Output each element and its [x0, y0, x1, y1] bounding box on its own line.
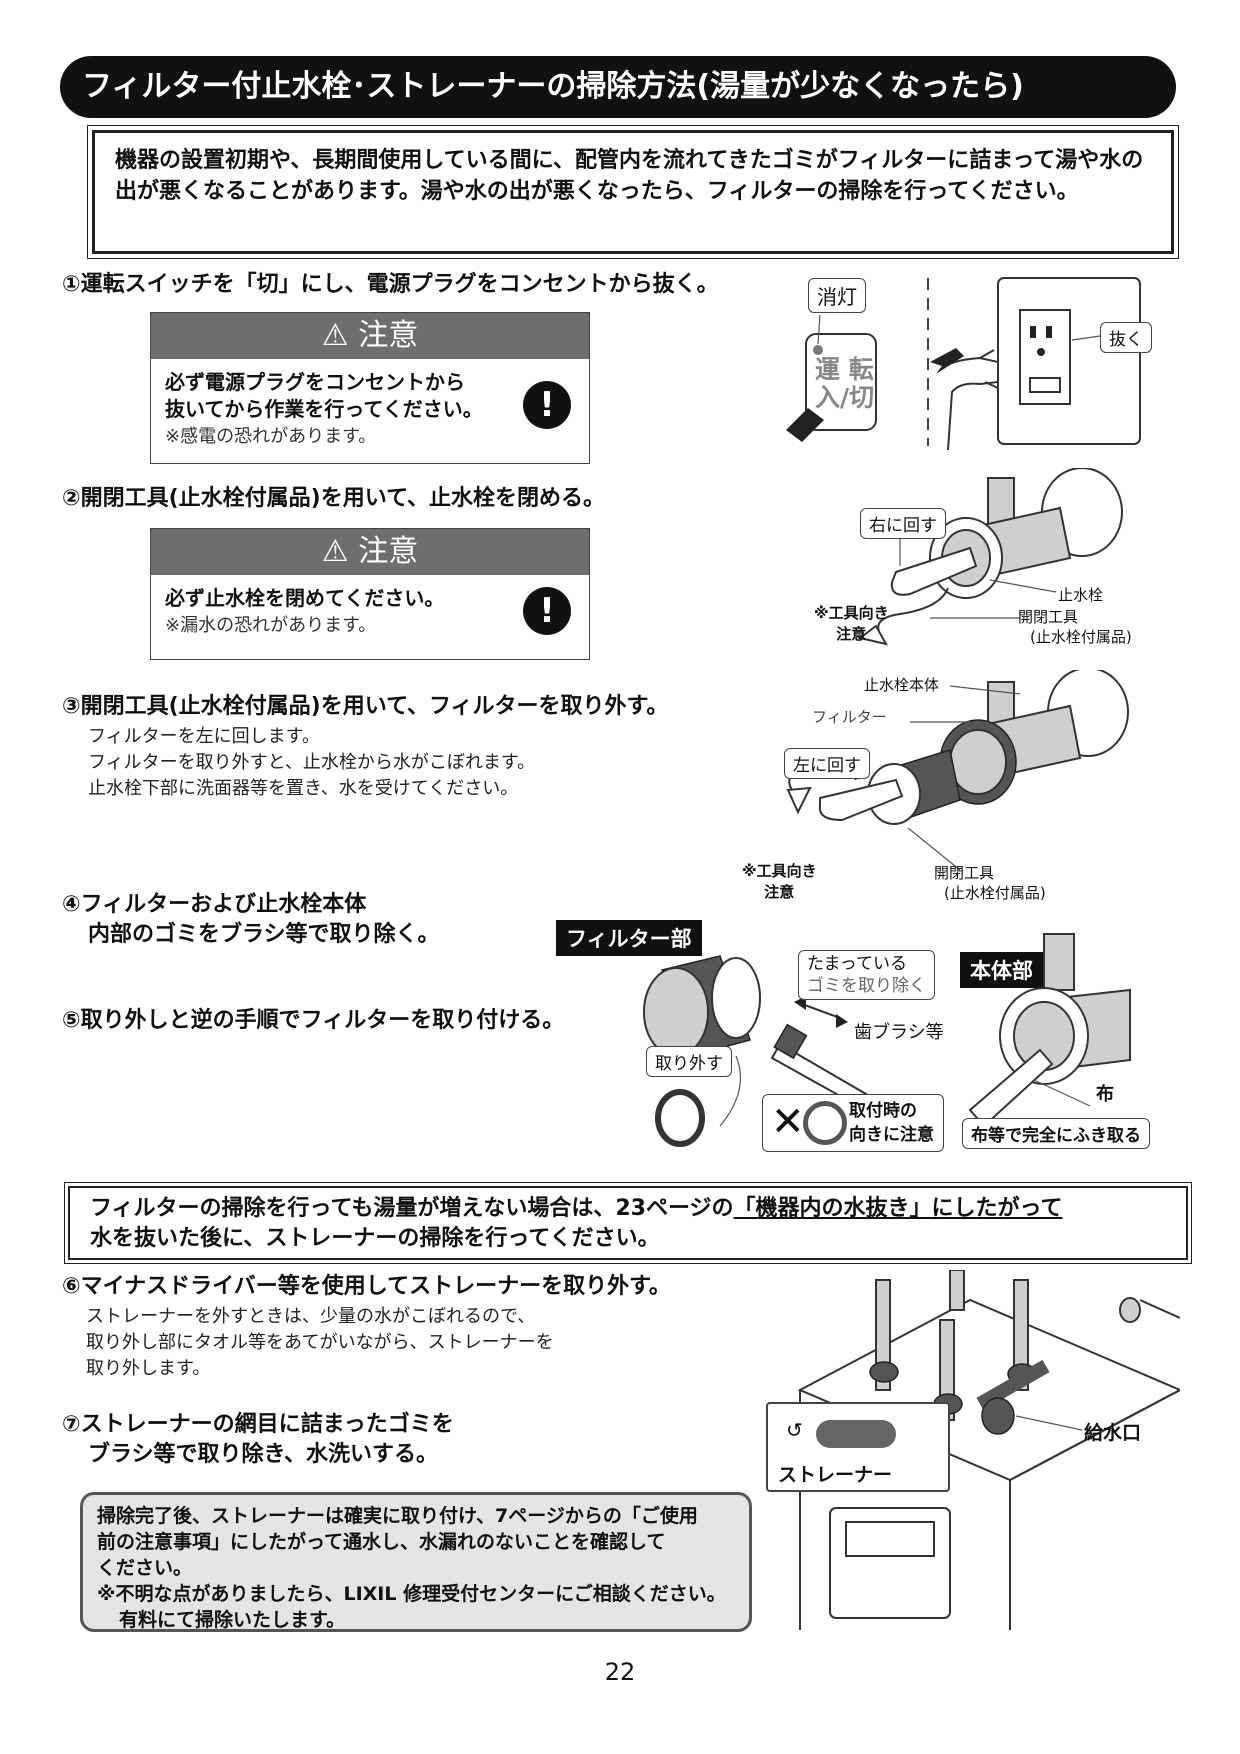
- step7-title: ⑦ストレーナーの網目に詰まったゴミを ブラシ等で取り除き、水洗いする。: [62, 1412, 454, 1467]
- label-tool-sub: (止水栓付属品): [1030, 628, 1132, 646]
- step3-line2: フィルターを取り外すと、止水栓から水がこぼれます。: [88, 752, 536, 773]
- arrow-right-icon: [836, 1014, 848, 1028]
- rotate-left-icon: ↺: [786, 1418, 803, 1442]
- mandatory-exclamation-icon: !: [523, 587, 571, 635]
- switch-label: 運 転 入/切: [815, 355, 875, 412]
- callout-remove: 取り外す: [646, 1046, 732, 1077]
- callout-install-orientation: ✕ 取付時の 向きに注意: [762, 1094, 944, 1152]
- label-water-inlet: 給水口: [1084, 1422, 1142, 1444]
- tool-icon: [818, 778, 904, 822]
- caution-header: ⚠ 注意: [151, 529, 589, 575]
- step2-title: ②開閉工具(止水栓付属品)を用いて、止水栓を閉める。: [62, 486, 605, 511]
- step6-line2: 取り外し部にタオル等をあてがいながら、ストレーナーを: [86, 1332, 554, 1353]
- step4-title: ④フィルターおよび止水栓本体 内部のゴミをブラシ等で取り除く。: [62, 892, 440, 947]
- completion-notice: 掃除完了後、ストレーナーは確実に取り付け、7ページからの「ご使用 前の注意事項」…: [80, 1492, 752, 1632]
- label-strainer: ストレーナー: [778, 1464, 893, 1486]
- unit-strainer-illustration: [797, 1270, 1180, 1630]
- warning-triangle-icon: ⚠: [321, 318, 349, 353]
- link-drain-water[interactable]: 「機器内の水抜き」にしたがって: [733, 1196, 1063, 1221]
- arrow-left-icon: [930, 348, 964, 374]
- tool-icon: [890, 546, 978, 596]
- led-icon: [813, 345, 823, 355]
- caution-header: ⚠ 注意: [151, 313, 589, 359]
- label-orientation: ※工具向き 注意: [742, 862, 817, 901]
- label-cloth: 布: [1096, 1084, 1114, 1105]
- page-title: フィルター付止水栓･ストレーナーの掃除方法(湯量が少なくなったら): [60, 56, 1176, 118]
- mandatory-exclamation-icon: !: [523, 381, 571, 429]
- label-filter: フィルター: [812, 708, 887, 726]
- callout-pull: 抜く: [1100, 322, 1152, 353]
- label-toothbrush: 歯ブラシ等: [854, 1022, 944, 1043]
- filter-remove-illustration: [786, 670, 1129, 871]
- step3-line3: 止水栓下部に洗面器等を置き、水を受けてください。: [88, 778, 519, 799]
- label-orientation: ※工具向き 注意: [814, 604, 889, 643]
- step3-line1: フィルターを左に回します。: [88, 726, 320, 747]
- callout-off: 消灯: [808, 278, 866, 313]
- cross-icon: ✕: [771, 1099, 805, 1145]
- rotate-right-icon: [857, 624, 888, 646]
- label-body-part: 本体部: [960, 952, 1043, 988]
- label-valve-body: 止水栓本体: [864, 676, 940, 694]
- warning-triangle-icon: ⚠: [321, 534, 349, 569]
- body-cleaning-illustration: [968, 933, 1131, 1128]
- step6-line1: ストレーナーを外すときは、少量の水がこぼれるので、: [86, 1306, 536, 1327]
- label-valve: 止水栓: [1058, 586, 1104, 604]
- power-plug-illustration: [786, 277, 1141, 450]
- callout-turn-right: 右に回す: [860, 508, 946, 539]
- step3-title: ③開閉工具(止水栓付属品)を用いて、フィルターを取り外す。: [62, 694, 669, 719]
- strainer-icon: [816, 1420, 896, 1448]
- callout-turn-left: 左に回す: [784, 748, 870, 779]
- callout-wipe: 布等で完全にふき取る: [962, 1118, 1150, 1149]
- step6-title: ⑥マイナスドライバー等を使用してストレーナーを取り外す。: [62, 1274, 671, 1299]
- plug-cord-icon: [939, 356, 999, 450]
- caution-box-1: ⚠ 注意 必ず電源プラグをコンセントから 抜いてから作業を行ってください。 ※感…: [150, 312, 590, 464]
- intro-box: 機器の設置初期や、長期間使用している間に、配管内を流れてきたゴミがフィルターに詰…: [87, 125, 1179, 259]
- label-tool: 開閉工具: [1018, 608, 1079, 626]
- valve-close-illustration: [857, 468, 1123, 646]
- o-ring-icon: [655, 1089, 705, 1147]
- notice-box: フィルターの掃除を行っても湯量が増えない場合は、23ページの「機器内の水抜き」に…: [64, 1182, 1192, 1264]
- caution-box-2: ⚠ 注意 必ず止水栓を閉めてください。 ※漏水の恐れがあります。 !: [150, 528, 590, 660]
- step6-line3: 取り外します。: [86, 1358, 211, 1379]
- label-filter-part: フィルター部: [556, 920, 702, 956]
- label-tool: 開閉工具: [934, 864, 995, 882]
- label-tool-sub: (止水栓付属品): [944, 884, 1046, 902]
- rotate-left-icon: [786, 786, 812, 815]
- step5-title: ⑤取り外しと逆の手順でフィルターを取り付ける。: [62, 1008, 565, 1033]
- finger-pointer-icon: [786, 408, 824, 442]
- filter-cleaning-illustration: [643, 955, 868, 1147]
- o-ring-icon: [803, 1101, 847, 1145]
- page-number: 22: [604, 1658, 636, 1686]
- callout-remove-dust: たまっている ゴミを取り除く: [798, 950, 935, 1000]
- water-inlet-icon: [981, 1397, 1015, 1435]
- strainer-inset: ↺ ストレーナー: [766, 1402, 950, 1492]
- step1-title: ①運転スイッチを「切」にし、電源プラグをコンセントから抜く。: [62, 272, 719, 297]
